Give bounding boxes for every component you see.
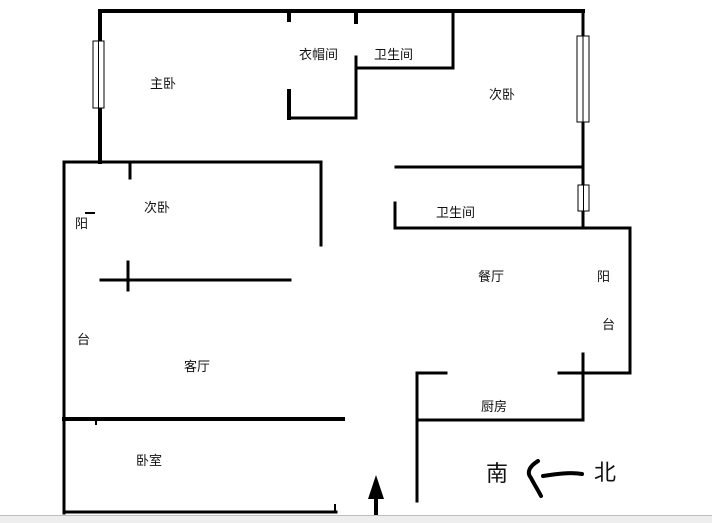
compass-south-label: 南 xyxy=(486,462,509,487)
room-label-balcony-east-1: 阳 xyxy=(597,270,611,285)
compass-north-label: 北 xyxy=(594,461,617,486)
room-label-living-room: 客厅 xyxy=(184,360,211,375)
room-label-bedroom: 卧室 xyxy=(136,454,163,469)
room-label-balcony-west-2: 台 xyxy=(77,333,91,348)
room-label-bathroom-2: 卫生间 xyxy=(436,206,476,221)
room-label-second-bedroom-1: 次卧 xyxy=(489,88,516,103)
room-label-balcony-east-2: 台 xyxy=(602,318,616,333)
entrance-arrow xyxy=(368,475,384,517)
room-label-master-bedroom: 主卧 xyxy=(150,77,177,92)
room-label-balcony-west-1: 阳 xyxy=(75,217,89,232)
room-label-kitchen: 厨房 xyxy=(481,400,508,415)
bottom-scrollbar-strip[interactable] xyxy=(0,515,712,523)
room-label-dining-room: 餐厅 xyxy=(478,270,505,285)
walls xyxy=(62,9,632,515)
room-label-second-bedroom-2: 次卧 xyxy=(144,201,171,216)
room-label-bathroom-1: 卫生间 xyxy=(374,48,414,63)
windows xyxy=(92,35,590,212)
compass-arrow xyxy=(526,459,584,498)
room-label-cloakroom: 衣帽间 xyxy=(299,48,339,63)
